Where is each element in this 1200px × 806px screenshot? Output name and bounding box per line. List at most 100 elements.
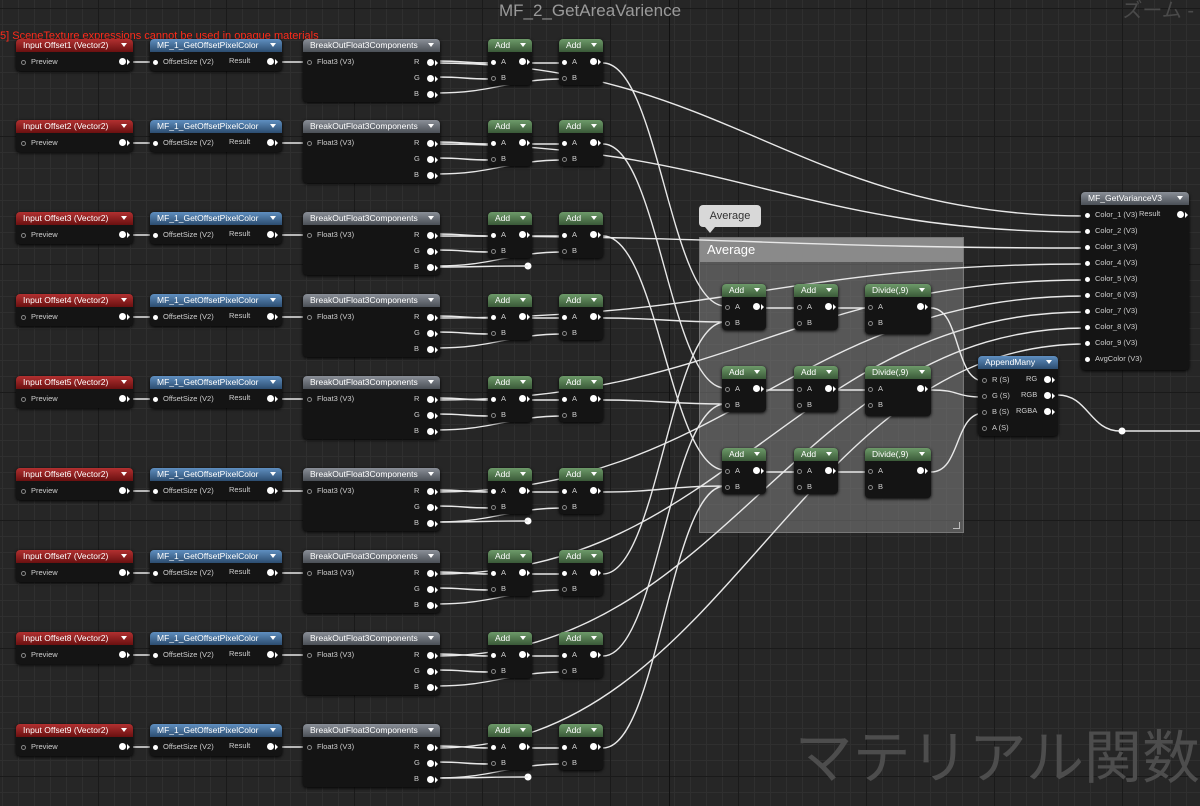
node-header[interactable]: Add <box>794 366 838 379</box>
node-header[interactable]: MF_1_GetOffsetPixelColor <box>150 550 282 563</box>
collapse-arrow-icon[interactable] <box>520 124 526 128</box>
add-b-pin[interactable]: B <box>491 73 506 83</box>
node-header[interactable]: Input Offset5 (Vector2) <box>16 376 133 389</box>
add-b-pin[interactable]: B <box>491 584 506 594</box>
preview-pin[interactable]: Preview <box>21 568 58 578</box>
add-output-pin[interactable] <box>590 487 597 494</box>
channel-b-pin[interactable] <box>427 428 434 435</box>
add-b-pin[interactable]: B <box>562 584 577 594</box>
node-header[interactable]: Add <box>559 294 603 307</box>
channel-g-pin[interactable] <box>427 760 434 767</box>
input-pin-icon[interactable] <box>307 232 312 238</box>
collapse-arrow-icon[interactable] <box>520 380 526 384</box>
collapse-arrow-icon[interactable] <box>520 298 526 302</box>
channel-g-pin[interactable] <box>427 248 434 255</box>
input-pin-icon[interactable] <box>797 468 802 474</box>
float3-pin[interactable]: Float3 (V3) <box>307 568 354 578</box>
collapse-arrow-icon[interactable] <box>428 472 434 476</box>
add-b-pin[interactable]: B <box>491 666 506 676</box>
node-header[interactable]: Add <box>559 632 603 645</box>
offset-size-pin[interactable]: OffsetSize (V2) <box>153 394 214 404</box>
input-pin-icon[interactable] <box>21 652 26 658</box>
input-pin-icon[interactable] <box>21 314 26 320</box>
add-output-pin[interactable] <box>519 569 526 576</box>
add-output-pin[interactable] <box>519 743 526 750</box>
collapse-arrow-icon[interactable] <box>270 380 276 384</box>
result-output-pin[interactable] <box>267 313 274 320</box>
add-output-pin[interactable] <box>519 651 526 658</box>
node-header[interactable]: MF_1_GetOffsetPixelColor <box>150 724 282 737</box>
node-header[interactable]: Add <box>722 448 766 461</box>
wire[interactable] <box>436 745 492 749</box>
offset-size-pin[interactable]: OffsetSize (V2) <box>153 650 214 660</box>
input-offset-6-node[interactable]: Input Offset6 (Vector2)Preview <box>16 468 133 500</box>
node-header[interactable]: Input Offset2 (Vector2) <box>16 120 133 133</box>
input-pin-icon[interactable] <box>491 504 496 510</box>
add-output-pin[interactable] <box>519 313 526 320</box>
collapse-arrow-icon[interactable] <box>591 216 597 220</box>
input-pin-icon[interactable] <box>1085 324 1090 330</box>
input-pin-icon[interactable] <box>307 59 312 65</box>
input-pin-icon[interactable] <box>153 570 158 576</box>
node-header[interactable]: BreakOutFloat3Components <box>303 120 440 133</box>
add-b-pin[interactable]: B <box>491 758 506 768</box>
add-a-pin[interactable]: A <box>562 394 577 404</box>
input-pin-icon[interactable] <box>725 386 730 392</box>
collapse-arrow-icon[interactable] <box>121 554 127 558</box>
reroute-knot[interactable] <box>524 262 532 270</box>
input-pin-icon[interactable] <box>153 232 158 238</box>
channel-b-pin[interactable] <box>427 172 434 179</box>
result-output-pin[interactable] <box>267 395 274 402</box>
input-pin-icon[interactable] <box>307 488 312 494</box>
channel-g-pin[interactable] <box>427 586 434 593</box>
preview-pin[interactable]: Preview <box>21 230 58 240</box>
channel-g-pin[interactable] <box>427 504 434 511</box>
divide-output-pin[interactable] <box>917 467 924 474</box>
add-output-pin[interactable] <box>825 385 832 392</box>
input-pin-icon[interactable] <box>491 156 496 162</box>
preview-pin[interactable]: Preview <box>21 394 58 404</box>
channel-g-pin[interactable] <box>427 668 434 675</box>
offset-size-pin[interactable]: OffsetSize (V2) <box>153 57 214 67</box>
preview-pin[interactable]: Preview <box>21 138 58 148</box>
input-pin-icon[interactable] <box>562 59 567 65</box>
add-b-pin[interactable]: B <box>491 246 506 256</box>
add-b-pin[interactable]: B <box>491 410 506 420</box>
channel-r-pin[interactable] <box>427 232 434 239</box>
input-pin-icon[interactable] <box>153 488 158 494</box>
result-output-pin[interactable] <box>267 569 274 576</box>
preview-pin[interactable]: Preview <box>21 486 58 496</box>
reroute-knot[interactable] <box>524 517 532 525</box>
input-pin-icon[interactable] <box>491 488 496 494</box>
divide-output-pin[interactable] <box>917 303 924 310</box>
input-pin-icon[interactable] <box>1085 276 1090 282</box>
node-header[interactable]: MF_1_GetOffsetPixelColor <box>150 39 282 52</box>
wire[interactable] <box>436 315 492 319</box>
collapse-arrow-icon[interactable] <box>520 636 526 640</box>
float3-pin[interactable]: Float3 (V3) <box>307 138 354 148</box>
input-pin-icon[interactable] <box>562 75 567 81</box>
node-header[interactable]: Add <box>488 39 532 52</box>
node-header[interactable]: MF_1_GetOffsetPixelColor <box>150 376 282 389</box>
add-a-pin[interactable]: A <box>491 486 506 496</box>
wire[interactable] <box>436 331 492 335</box>
collapse-arrow-icon[interactable] <box>1177 196 1183 200</box>
offset-size-pin[interactable]: OffsetSize (V2) <box>153 312 214 322</box>
channel-b-pin[interactable] <box>427 602 434 609</box>
variance-result-pin[interactable] <box>1177 211 1184 218</box>
node-header[interactable]: Add <box>488 212 532 225</box>
input-pin-icon[interactable] <box>562 504 567 510</box>
collapse-arrow-icon[interactable] <box>121 728 127 732</box>
input-pin-icon[interactable] <box>725 468 730 474</box>
float3-pin[interactable]: Float3 (V3) <box>307 742 354 752</box>
input-pin-icon[interactable] <box>562 760 567 766</box>
input-pin-icon[interactable] <box>1085 356 1090 362</box>
input-pin-icon[interactable] <box>797 386 802 392</box>
input-pin-icon[interactable] <box>153 314 158 320</box>
